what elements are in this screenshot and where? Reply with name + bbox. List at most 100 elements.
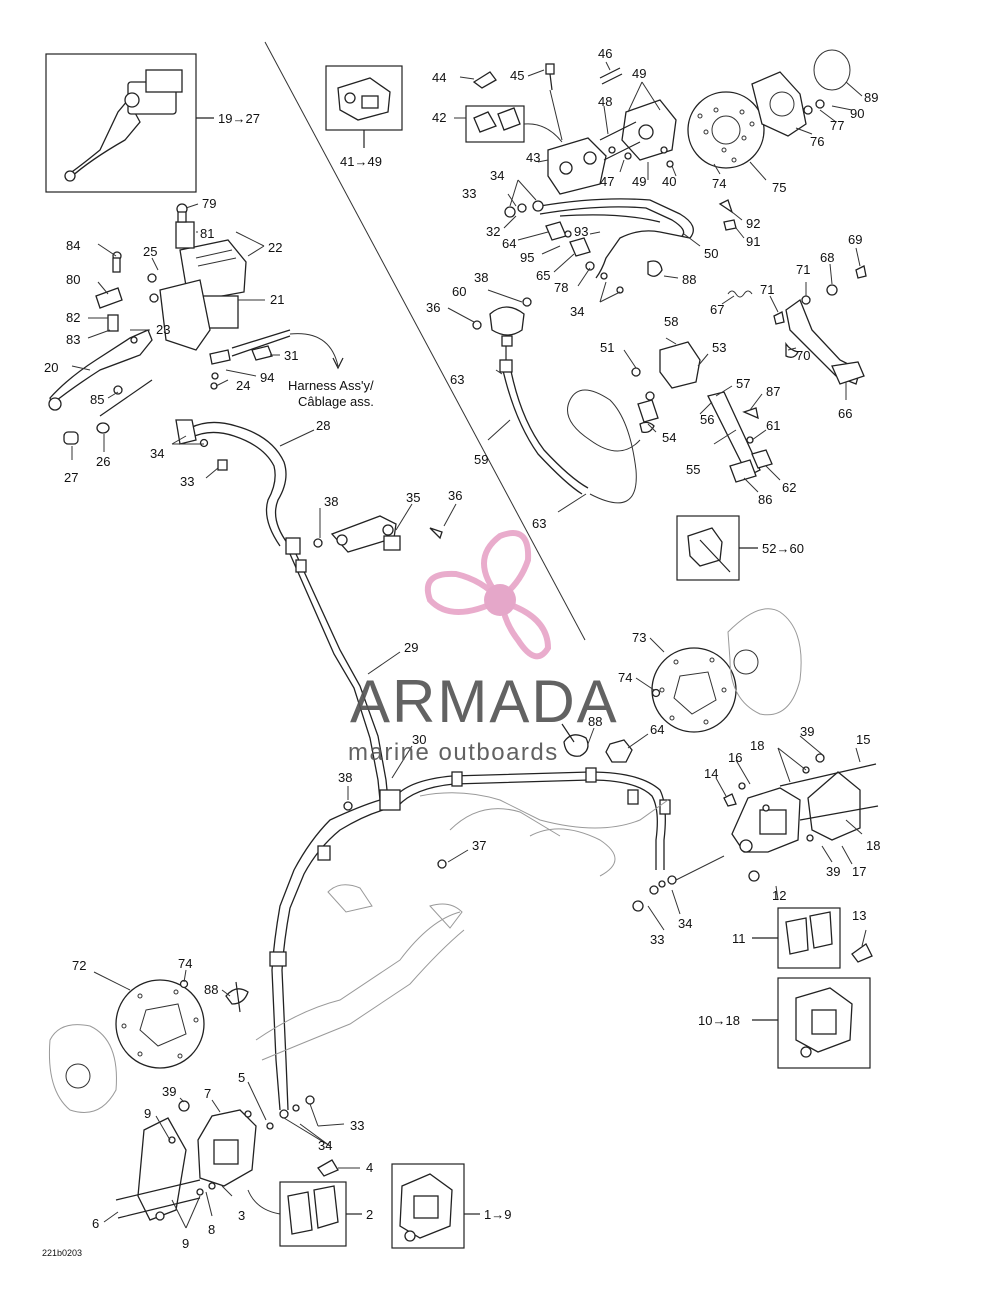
label-14: 14	[704, 766, 718, 781]
label-62: 62	[782, 480, 796, 495]
label-18-top: 18	[750, 738, 764, 753]
label-36-rear: 36	[426, 300, 440, 315]
inset-front-left-caliper: 1→9	[391, 1163, 511, 1249]
harness-label-line1: Harness Ass'y/	[288, 378, 374, 393]
watermark-tagline: marine outboards	[348, 739, 559, 766]
label-12: 12	[772, 888, 786, 903]
label-74-right: 74	[618, 670, 632, 685]
label-70: 70	[796, 348, 810, 363]
label-80: 80	[66, 272, 80, 287]
label-8: 8	[208, 1222, 215, 1237]
label-1-9: 1→9	[484, 1207, 511, 1222]
label-34-rear-top: 34	[490, 168, 504, 183]
label-93: 93	[574, 224, 588, 239]
inset-rear-caliper-top: 41→49	[325, 65, 403, 169]
label-38-rear: 38	[474, 270, 488, 285]
separator-line	[264, 41, 586, 641]
label-10-18: 10→18	[698, 1013, 740, 1028]
label-24: 24	[236, 378, 250, 393]
label-66: 66	[838, 406, 852, 421]
label-64-rear: 64	[502, 236, 516, 251]
label-13: 13	[852, 908, 866, 923]
armada-propeller-logo	[424, 530, 552, 660]
label-94: 94	[260, 370, 274, 385]
label-40: 40	[662, 174, 676, 189]
label-57: 57	[736, 376, 750, 391]
label-85: 85	[90, 392, 104, 407]
label-52-60: 52→60	[762, 541, 804, 556]
front-hose-assembly	[171, 419, 671, 1111]
label-16: 16	[728, 750, 742, 765]
label-76: 76	[810, 134, 824, 149]
label-60: 60	[452, 284, 466, 299]
label-79: 79	[202, 196, 216, 211]
label-91: 91	[746, 234, 760, 249]
armada-watermark: ARMADA marine outboards	[348, 530, 619, 766]
label-67: 67	[710, 302, 724, 317]
label-33-front: 33	[180, 474, 194, 489]
label-45: 45	[510, 68, 524, 83]
label-49-bottom: 49	[632, 174, 646, 189]
label-34-left: 34	[318, 1138, 332, 1153]
label-11: 11	[732, 931, 746, 946]
label-5: 5	[238, 1070, 245, 1085]
label-89: 89	[864, 90, 878, 105]
label-15: 15	[856, 732, 870, 747]
top-right-caliper-group	[454, 49, 863, 195]
label-69: 69	[848, 232, 862, 247]
pads-box-right: 11 13	[732, 907, 873, 969]
label-82: 82	[66, 310, 80, 325]
figure-code: 221b0203	[42, 1248, 82, 1258]
label-90: 90	[850, 106, 864, 121]
label-34-front: 34	[150, 446, 164, 461]
label-30: 30	[412, 732, 426, 747]
label-73: 73	[632, 630, 646, 645]
label-33-right: 33	[650, 932, 664, 947]
label-59: 59	[474, 452, 488, 467]
label-43: 43	[526, 150, 540, 165]
label-42: 42	[432, 110, 446, 125]
label-55: 55	[686, 462, 700, 477]
inset-front-right-caliper: 10→18	[698, 977, 871, 1069]
label-26: 26	[96, 454, 110, 469]
label-88-left: 88	[204, 982, 218, 997]
label-9-bottom: 9	[182, 1236, 189, 1251]
label-39-right-bottom: 39	[826, 864, 840, 879]
label-58: 58	[664, 314, 678, 329]
label-47: 47	[600, 174, 614, 189]
label-35: 35	[406, 490, 420, 505]
label-48: 48	[598, 94, 612, 109]
label-88-rear: 88	[682, 272, 696, 287]
label-39-right-top: 39	[800, 724, 814, 739]
label-32: 32	[486, 224, 500, 239]
rear-hose-pedal-group	[447, 179, 867, 513]
label-41-49: 41→49	[340, 154, 382, 169]
label-68: 68	[820, 250, 834, 265]
label-7: 7	[204, 1086, 211, 1101]
label-22: 22	[268, 240, 282, 255]
label-19-27: 19→27	[218, 111, 260, 126]
label-38-mid: 38	[338, 770, 352, 785]
label-44: 44	[432, 70, 446, 85]
label-95: 95	[520, 250, 534, 265]
label-39-left: 39	[162, 1084, 176, 1099]
label-25: 25	[143, 244, 157, 259]
right-caliper-group	[632, 608, 879, 947]
label-92: 92	[746, 216, 760, 231]
label-53: 53	[712, 340, 726, 355]
label-34-right: 34	[678, 916, 692, 931]
label-74-top: 74	[712, 176, 726, 191]
master-cylinder-group	[48, 203, 344, 460]
inset-brake-lever: 19→27	[45, 53, 260, 193]
label-74-left: 74	[178, 956, 192, 971]
label-63-top: 63	[450, 372, 464, 387]
label-64-mid: 64	[650, 722, 664, 737]
label-86: 86	[758, 492, 772, 507]
label-49-top: 49	[632, 66, 646, 81]
harness-label-line2: Câblage ass.	[298, 394, 374, 409]
label-9-top: 9	[144, 1106, 151, 1121]
label-63-bottom: 63	[532, 516, 546, 531]
watermark-brand: ARMADA	[350, 668, 619, 735]
left-caliper-group	[48, 969, 360, 1229]
